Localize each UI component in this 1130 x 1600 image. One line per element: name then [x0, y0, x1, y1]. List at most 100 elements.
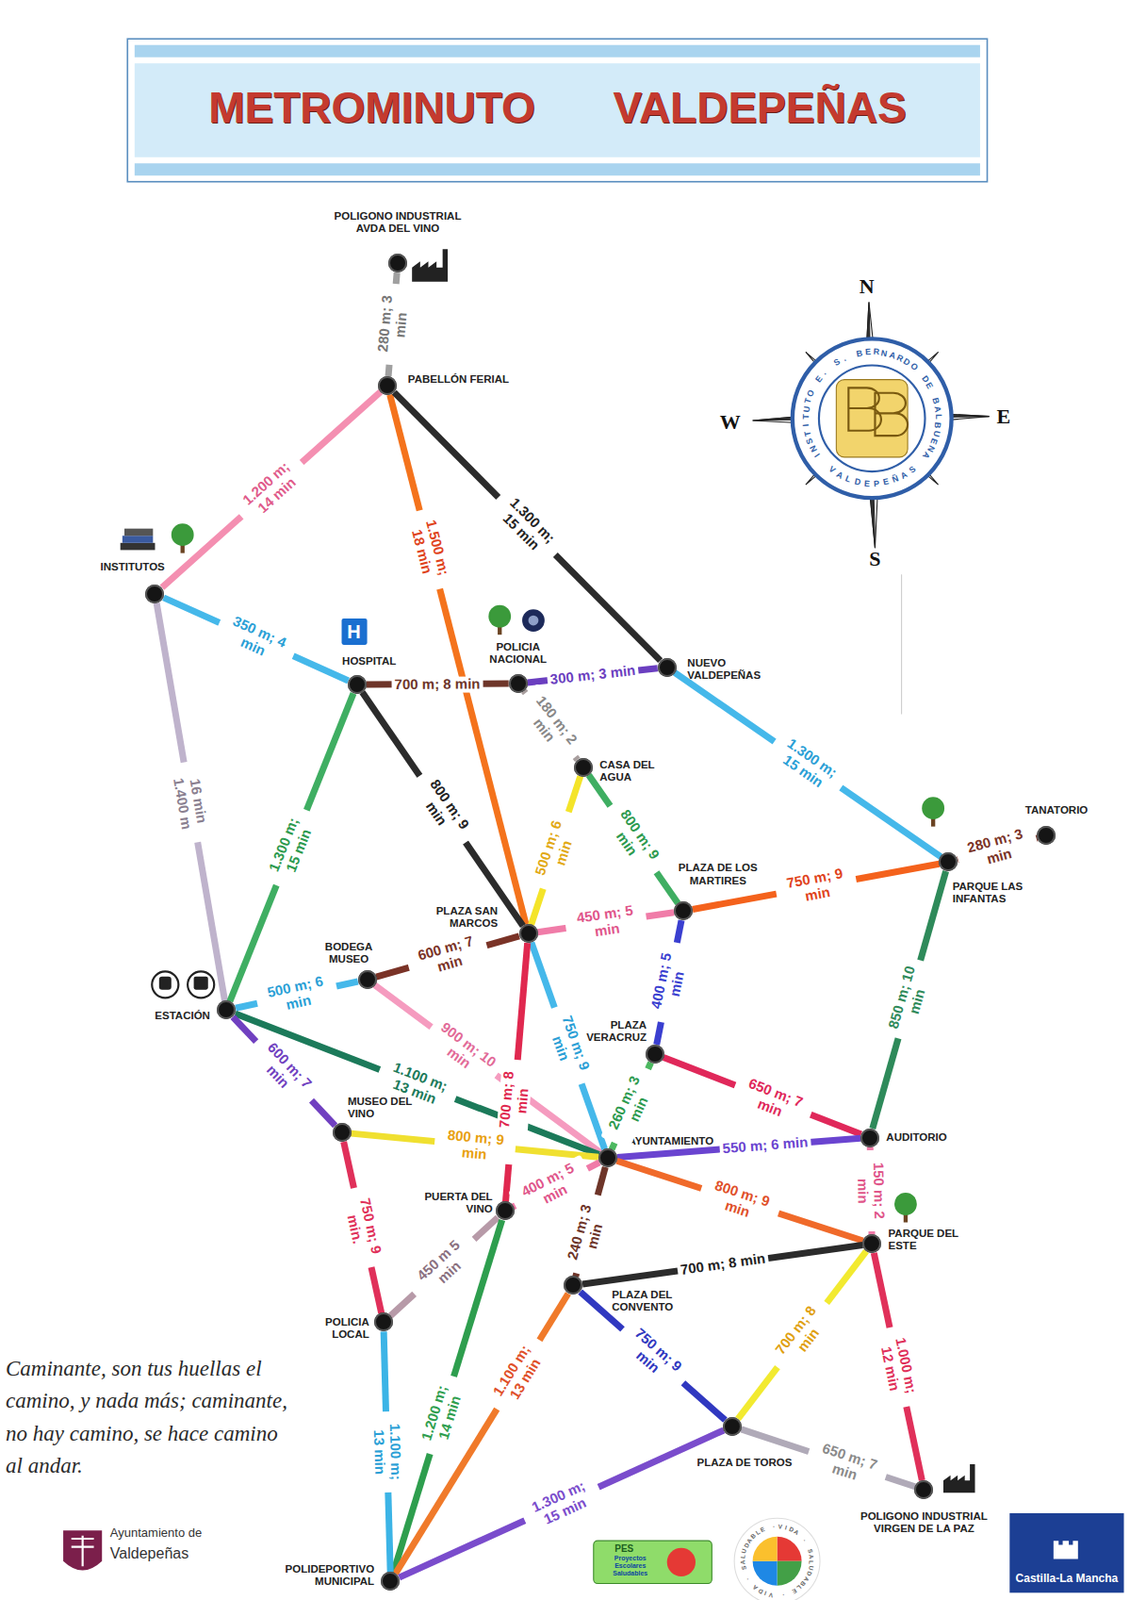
route-distance: 280 m; 3 min	[374, 282, 412, 366]
station-dot: POLIGONO INDUSTRIAL AVDA DEL VINO	[388, 253, 408, 273]
route-distance: 1.100 m; 13 min	[483, 1330, 553, 1417]
police-badge	[522, 608, 545, 632]
station-name: AYUNTAMIENTO	[628, 1134, 715, 1147]
vida-saludable-logo	[753, 1560, 778, 1586]
tree-icon	[488, 605, 511, 628]
station-name: PARQUE DEL ESTE	[888, 1227, 983, 1252]
route-line	[873, 1252, 922, 1480]
pes-logo	[593, 1539, 713, 1583]
ring-letter: I	[801, 423, 811, 427]
station-name: PLAZA SAN MARCOS	[412, 904, 498, 930]
station-name: TANATORIO	[1025, 804, 1088, 818]
logo-text: Ayuntamiento de	[110, 1525, 202, 1540]
station-name: NUEVO VALDEPEÑAS	[687, 656, 801, 682]
route-distance: 450 m; 5 min	[563, 900, 649, 944]
logo-text: Castilla-La Mancha	[1015, 1572, 1119, 1586]
transport-icons	[151, 970, 179, 998]
ring-letter: ·	[781, 1590, 785, 1598]
route-distance: 800 m; 9 min	[432, 1125, 517, 1164]
title-banner	[134, 163, 981, 176]
ring-letter: N	[807, 443, 819, 454]
route-distance: 700 m; 8 min	[676, 1249, 770, 1278]
police-badge	[528, 615, 540, 626]
ring-letter: .	[819, 368, 829, 377]
route-distance: 280 m; 3 min	[953, 822, 1041, 874]
route-distance: 600 m; 7 min	[404, 930, 492, 983]
books-icon	[124, 528, 153, 537]
castilla-la-mancha-logo	[1009, 1512, 1124, 1592]
ring-letter: S	[832, 356, 842, 368]
compass-letter: W	[720, 409, 741, 434]
route-line	[582, 1244, 863, 1284]
ring-letter: U	[739, 1547, 748, 1555]
pes-logo	[667, 1547, 696, 1576]
ring-letter: A	[835, 469, 846, 481]
route-line	[663, 1056, 862, 1133]
pes-logo	[593, 1539, 713, 1583]
route-distance: 1.300 m; 15 min	[518, 1472, 606, 1535]
ring-letter: E	[790, 1587, 798, 1595]
ring-letter: L	[738, 1554, 746, 1559]
route-line	[232, 1016, 336, 1126]
route-distance: 450 m 5 min	[403, 1227, 485, 1305]
ring-letter: A	[792, 1527, 801, 1536]
station-name: AUDITORIO	[885, 1130, 947, 1144]
station-name: PLAZA DE TOROS	[696, 1456, 792, 1469]
vida-saludable-ring: VIDA · SALUDABLE · VIDA · SALUDABLE ·	[742, 1525, 813, 1596]
route-distance: 1.100 m; 13 min	[370, 1409, 404, 1492]
route-line	[395, 1293, 569, 1573]
ring-letter: B	[855, 347, 864, 359]
route-distance: 1.000 m; 12 min	[874, 1323, 922, 1409]
station-dot: PARQUE LAS INFANTAS	[938, 851, 958, 871]
ring-letter: S	[806, 1547, 815, 1554]
route-distance: 1.200 m; 14 min	[230, 450, 312, 528]
station-dot: PLAZA VERACRUZ	[645, 1044, 665, 1064]
ring-letter: D	[853, 476, 863, 488]
poem-quote: Caminante, son tus huellas el camino, y …	[5, 1352, 289, 1483]
title-banner	[127, 38, 987, 181]
ring-letter: I	[812, 452, 822, 460]
tree-icon	[894, 1192, 918, 1215]
route-distance: 180 m; 2 min	[513, 683, 589, 767]
ring-letter: A	[899, 469, 910, 481]
vida-saludable-logo	[777, 1560, 803, 1586]
ring-letter: E	[759, 1524, 767, 1533]
route-line	[399, 1429, 724, 1577]
route-distance: 850 m; 10 min	[883, 956, 935, 1044]
route-distance: 300 m; 3 min	[546, 662, 639, 688]
ayuntamiento-logo	[63, 1529, 102, 1570]
compass-rose	[792, 338, 952, 498]
ring-letter: N	[880, 347, 888, 359]
ring-letter: I	[763, 1589, 768, 1597]
ring-letter: V	[777, 1522, 783, 1529]
transport-icons	[159, 976, 172, 990]
ring-letter: U	[801, 405, 812, 413]
ring-letter: R	[872, 346, 880, 357]
station-name: PUERTA DEL VINO	[417, 1190, 493, 1215]
compass-rose	[835, 379, 908, 458]
ring-letter: O	[908, 360, 920, 373]
ring-letter: S	[906, 464, 918, 476]
ring-letter: V	[769, 1590, 774, 1599]
station-dot: BODEGA MUSEO	[358, 969, 377, 989]
route-line	[163, 597, 349, 681]
route-line	[156, 603, 225, 1001]
station-dot: NUEVO VALDEPEÑAS	[657, 657, 677, 677]
hospital-sign	[342, 618, 368, 645]
ring-letter: A	[807, 1553, 816, 1559]
route-line	[390, 1216, 498, 1315]
station-name: POLICIA NACIONAL	[475, 639, 561, 665]
route-distance: 550 m; 6 min	[719, 1133, 812, 1157]
route-distance: 600 m; 7 min	[245, 1031, 324, 1112]
route-distance: 1.500 m; 18 min	[404, 507, 455, 594]
station-dot: PLAZA SAN MARCOS	[519, 923, 539, 943]
castilla-la-mancha-logo	[1053, 1539, 1079, 1558]
transport-icons	[151, 970, 214, 998]
route-distance: 750 m; 9 min.	[338, 1183, 387, 1270]
station-dot: ESTACIÓN	[216, 999, 236, 1019]
logo-text: Valdepeñas	[110, 1544, 189, 1562]
station-name: PLAZA DEL CONVENTO	[611, 1287, 697, 1312]
tree-icon	[171, 523, 945, 1222]
ring-letter: T	[801, 413, 811, 420]
